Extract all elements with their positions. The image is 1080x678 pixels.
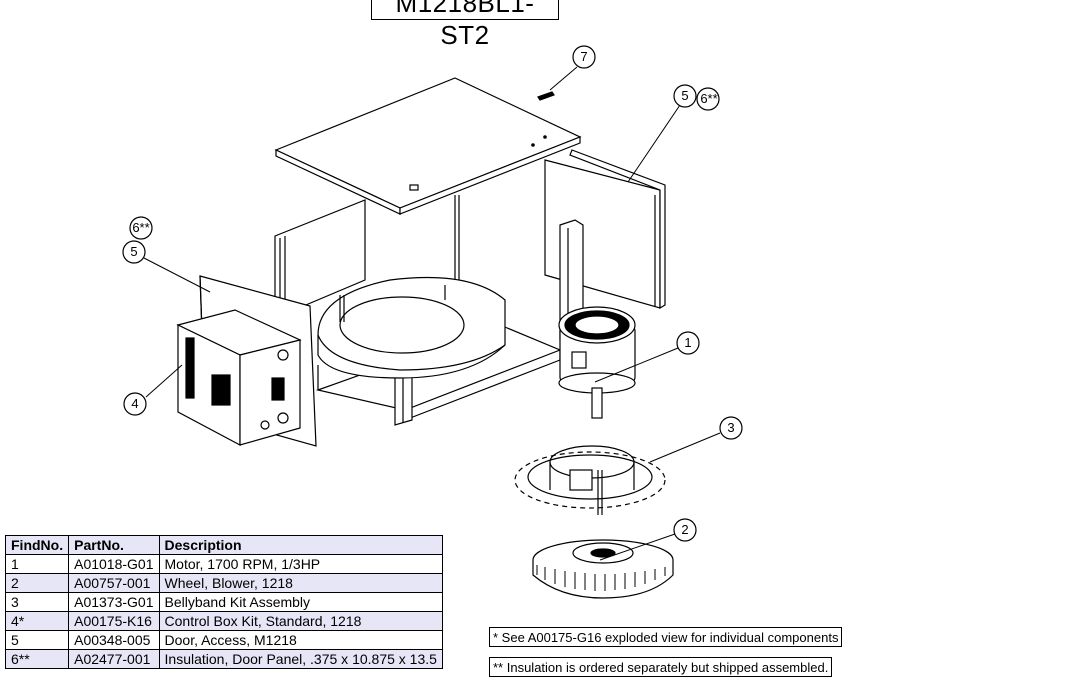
cell-partno: A02477-001: [68, 649, 160, 669]
callout-6-right: 6**: [700, 91, 717, 106]
table-row: 5 A00348-005 Door, Access, M1218: [4, 630, 443, 650]
cell-description: Door, Access, M1218: [158, 630, 443, 650]
callout-6-left: 6**: [132, 220, 149, 235]
table-row: 1 A01018-G01 Motor, 1700 RPM, 1/3HP: [4, 554, 443, 574]
parts-table: FindNo. PartNo. Description 1 A01018-G01…: [4, 535, 443, 669]
part-7-bracket: [537, 91, 555, 101]
cell-findno: 5: [4, 630, 70, 650]
callout-circles: [122, 45, 743, 542]
cell-findno: 2: [4, 573, 70, 593]
header-partno: PartNo.: [68, 535, 160, 555]
table-row: 4* A00175-K16 Control Box Kit, Standard,…: [4, 611, 443, 631]
header-description: Description: [158, 535, 443, 555]
cell-findno: 1: [4, 554, 70, 574]
callout-1: 1: [684, 335, 691, 350]
top-panel: [274, 77, 582, 215]
cell-findno: 4*: [4, 611, 70, 631]
callout-5-right: 5: [681, 88, 688, 103]
cell-description: Bellyband Kit Assembly: [158, 592, 443, 612]
callout-4: 4: [131, 396, 138, 411]
table-header-row: FindNo. PartNo. Description: [4, 535, 443, 555]
callout-5-left: 5: [130, 244, 137, 259]
cell-partno: A01373-G01: [68, 592, 160, 612]
bellyband-kit: [514, 445, 666, 515]
note-insulation: ** Insulation is ordered separately but …: [489, 657, 833, 677]
cell-description: Control Box Kit, Standard, 1218: [158, 611, 443, 631]
cell-description: Insulation, Door Panel, .375 x 10.875 x …: [158, 649, 443, 669]
leader-lines: [143, 66, 721, 561]
callout-3: 3: [727, 420, 734, 435]
blower-wheel: [532, 539, 674, 599]
cell-partno: A01018-G01: [68, 554, 160, 574]
motor: [558, 306, 636, 419]
control-box: [176, 309, 302, 446]
cell-description: Wheel, Blower, 1218: [158, 573, 443, 593]
cell-partno: A00175-K16: [68, 611, 160, 631]
header-findno: FindNo.: [4, 535, 70, 555]
blower-housing: [317, 276, 506, 379]
cell-partno: A00348-005: [68, 630, 160, 650]
callout-2: 2: [681, 522, 688, 537]
cell-findno: 6**: [4, 649, 70, 669]
table-row: 2 A00757-001 Wheel, Blower, 1218: [4, 573, 443, 593]
note-control-box: * See A00175-G16 exploded view for indiv…: [489, 627, 843, 647]
cell-partno: A00757-001: [68, 573, 160, 593]
callout-7: 7: [580, 49, 587, 64]
model-title: M1218BL1-ST2: [371, 0, 559, 50]
cell-description: Motor, 1700 RPM, 1/3HP: [158, 554, 443, 574]
table-row: 6** A02477-001 Insulation, Door Panel, .…: [4, 649, 443, 669]
table-row: 3 A01373-G01 Bellyband Kit Assembly: [4, 592, 443, 612]
cell-findno: 3: [4, 592, 70, 612]
